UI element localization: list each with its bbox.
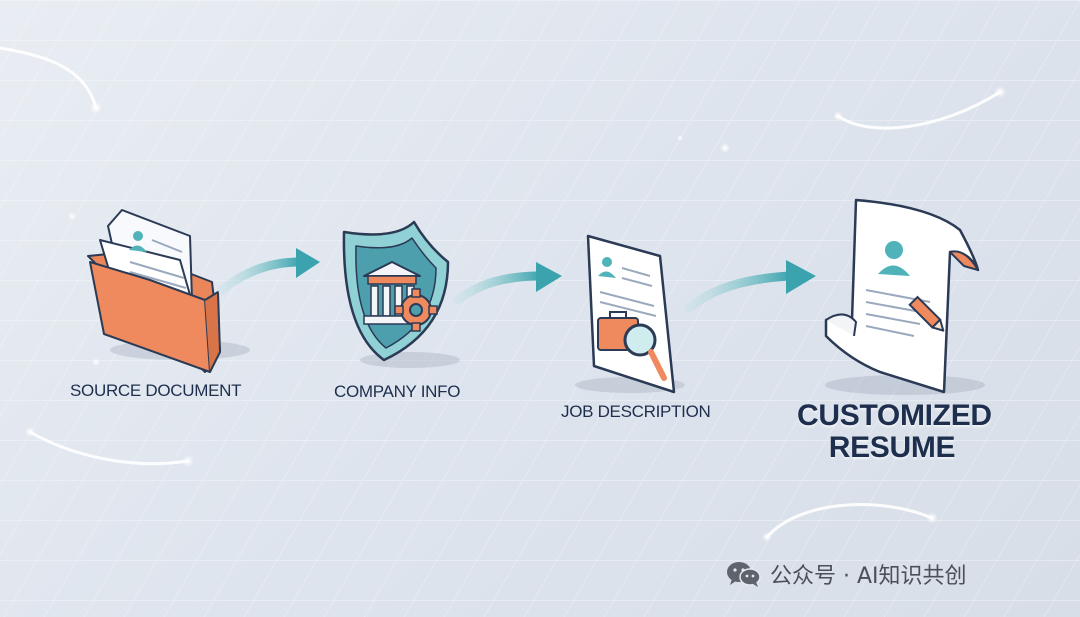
step-label-company-info: COMPANY INFO	[334, 382, 461, 401]
step-label-job-description: JOB DESCRIPTION	[561, 402, 711, 421]
decorative-swooshes	[0, 46, 1002, 539]
shield-building-gear-icon	[342, 220, 460, 368]
watermark-text: 公众号 · AI知识共创	[770, 564, 967, 589]
resume-scroll-pencil-icon	[824, 198, 985, 395]
wechat-icon	[727, 562, 761, 587]
flow-arrow-3	[685, 260, 816, 313]
flow-arrow-2	[453, 262, 562, 305]
step-label-customized-resume: CUSTOMIZED RESUME	[797, 399, 992, 464]
document-magnifier-icon	[575, 234, 685, 394]
watermark: 公众号 · AI知识共创	[726, 560, 967, 589]
flow-arrow-1	[217, 248, 320, 295]
decorative-sparkles	[25, 86, 1006, 542]
folder-icon	[87, 209, 250, 373]
step-label-source-document: SOURCE DOCUMENT	[70, 381, 242, 400]
